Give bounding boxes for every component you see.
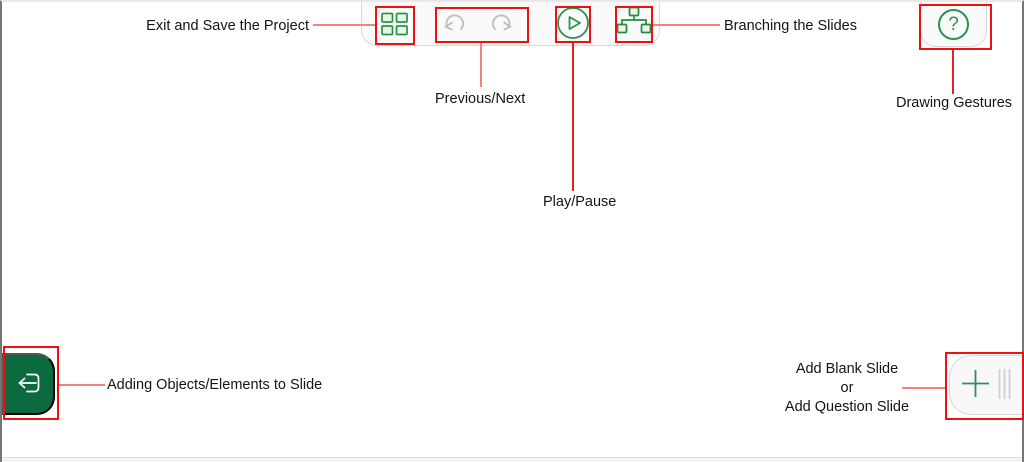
label-add-slide-line2: or: [840, 380, 854, 396]
top-toolbar: [361, 2, 660, 46]
undo-icon: [440, 10, 470, 39]
undo-button[interactable]: [440, 10, 470, 38]
callout-line-prev-next: [480, 43, 482, 87]
callout-line-branching: [653, 24, 720, 26]
callout-line-play-pause: [572, 43, 574, 191]
drag-bars-icon: [998, 368, 1011, 402]
add-slide-button[interactable]: [949, 355, 1024, 415]
highlight-box-add-objects: [3, 346, 59, 420]
redo-button[interactable]: [486, 10, 516, 38]
branch-icon: [616, 6, 652, 42]
label-play-pause: Play/Pause: [543, 194, 617, 210]
drawing-gestures-help-button[interactable]: ?: [938, 9, 969, 40]
highlight-box-add-slide: [945, 352, 1024, 420]
highlight-box-exit-save: [375, 6, 415, 45]
highlight-box-prev-next: [435, 7, 529, 43]
highlight-box-play-pause: [555, 6, 591, 43]
label-exit-save: Exit and Save the Project: [146, 18, 309, 34]
label-add-slide: Add Blank Slide or Add Question Slide: [767, 360, 927, 417]
highlight-box-help: [919, 4, 992, 50]
callout-line-add-slide: [902, 387, 945, 389]
plus-icon: [961, 369, 990, 401]
help-icon: ?: [938, 9, 969, 40]
callout-line-drawing-gestures: [952, 50, 954, 94]
redo-icon: [486, 10, 516, 39]
exit-arrow-icon: [14, 370, 44, 399]
label-add-slide-line3: Add Question Slide: [784, 399, 910, 415]
add-objects-button[interactable]: [2, 353, 55, 415]
callout-line-add-objects: [59, 384, 105, 386]
label-add-objects: Adding Objects/Elements to Slide: [107, 377, 323, 393]
callout-line-exit-save: [313, 24, 375, 26]
branching-slides-button[interactable]: [616, 6, 652, 42]
highlight-box-branching: [615, 6, 653, 43]
label-branching: Branching the Slides: [724, 18, 857, 34]
label-prev-next: Previous/Next: [435, 91, 526, 107]
label-add-slide-line1: Add Blank Slide: [795, 361, 899, 377]
exit-save-project-button[interactable]: [379, 10, 410, 40]
grid-icon: [380, 11, 409, 40]
label-drawing-gestures: Drawing Gestures: [896, 95, 1013, 111]
bottom-edge-strip: [2, 457, 1022, 462]
